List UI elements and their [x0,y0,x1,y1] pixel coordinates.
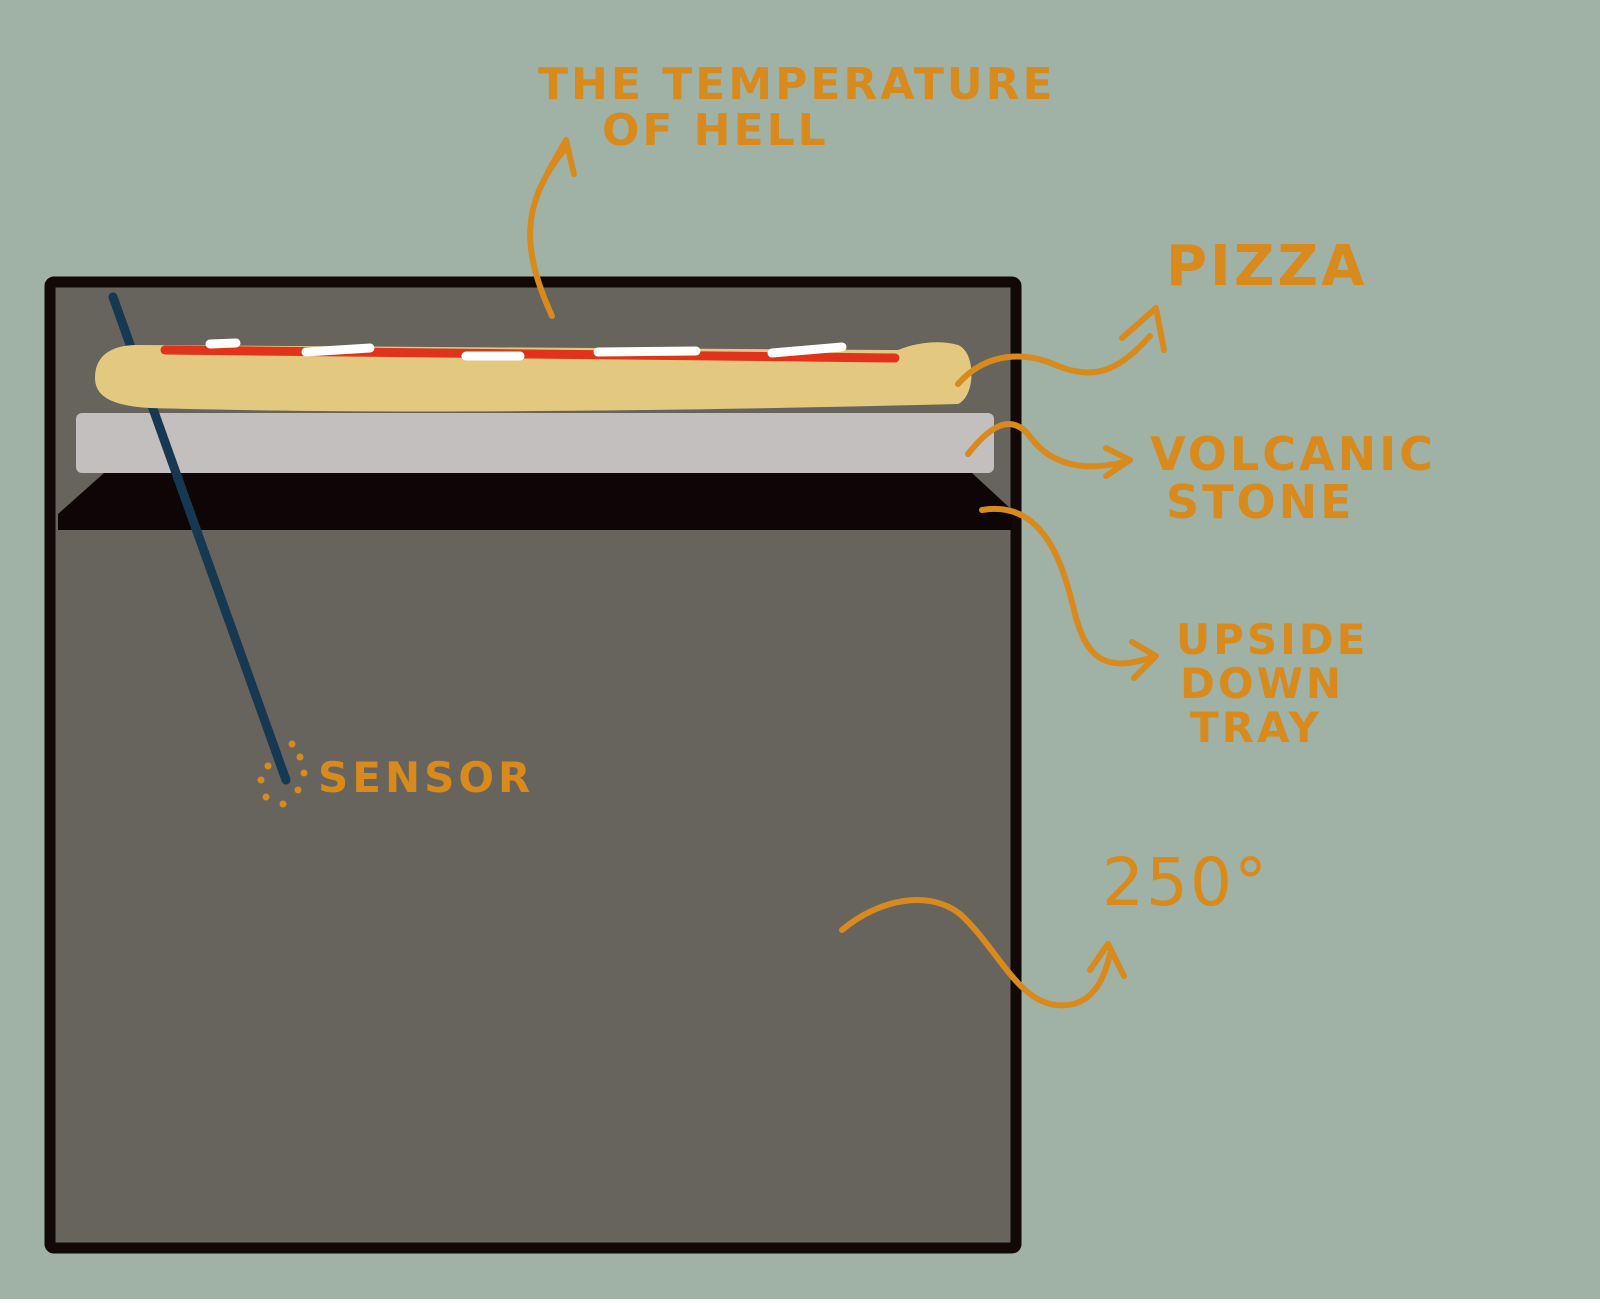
sensor-dot [264,762,272,770]
stone-arrow-head [1103,445,1133,479]
tray-label-line1: Upside [1176,615,1369,664]
sensor-dots [257,740,308,808]
cheese-piece [205,338,241,349]
temp-arrow-line [839,897,1113,1009]
temp-arrow-head [1087,941,1127,979]
sensor-label-text: Sensor [318,753,535,802]
stone-label-line1: Volcanic [1150,427,1436,481]
sensor-dot [257,776,265,784]
pizza-cheese [205,338,847,361]
tray-label-line3: Tray [1190,703,1322,753]
hell-label: The temperature of hell [538,59,1056,157]
tray-label-line2: Down [1180,659,1345,709]
volcanic-stone [76,413,994,473]
sensor-dot [294,786,302,794]
cheese-piece [301,343,375,357]
sensor-dot [279,800,287,808]
stone-arrow-line [965,421,1127,470]
upside-down-tray-label: Upside Down Tray [1176,615,1369,753]
temperature-label-text: 250° [1102,844,1269,921]
upside-down-tray [58,473,1012,530]
sensor-dot [296,753,304,761]
stone-label-line2: Stone [1166,475,1355,530]
tray-arrow-head [1129,639,1159,681]
volcanic-stone-label: Volcanic Stone [1150,430,1436,527]
sensor-dot [262,793,270,801]
cheese-piece [593,346,701,357]
tray-arrow-line [979,505,1153,667]
pizza-label: Pizza [1166,234,1368,299]
sensor-label: Sensor [318,753,535,802]
hell-arrow-head [545,137,577,177]
hell-label-line2: of hell [602,105,829,157]
sensor-dot [288,740,296,748]
pizza-label-text: Pizza [1166,234,1368,299]
cheese-piece [767,342,847,358]
pizza-arrow-head [1119,305,1167,353]
annotation-arrows [527,137,1167,1009]
sensor-dot [300,769,308,777]
temperature-label: 250° [1102,844,1269,921]
pizza-arrow-line [955,333,1153,387]
hell-label-line1: The temperature [538,59,1056,110]
